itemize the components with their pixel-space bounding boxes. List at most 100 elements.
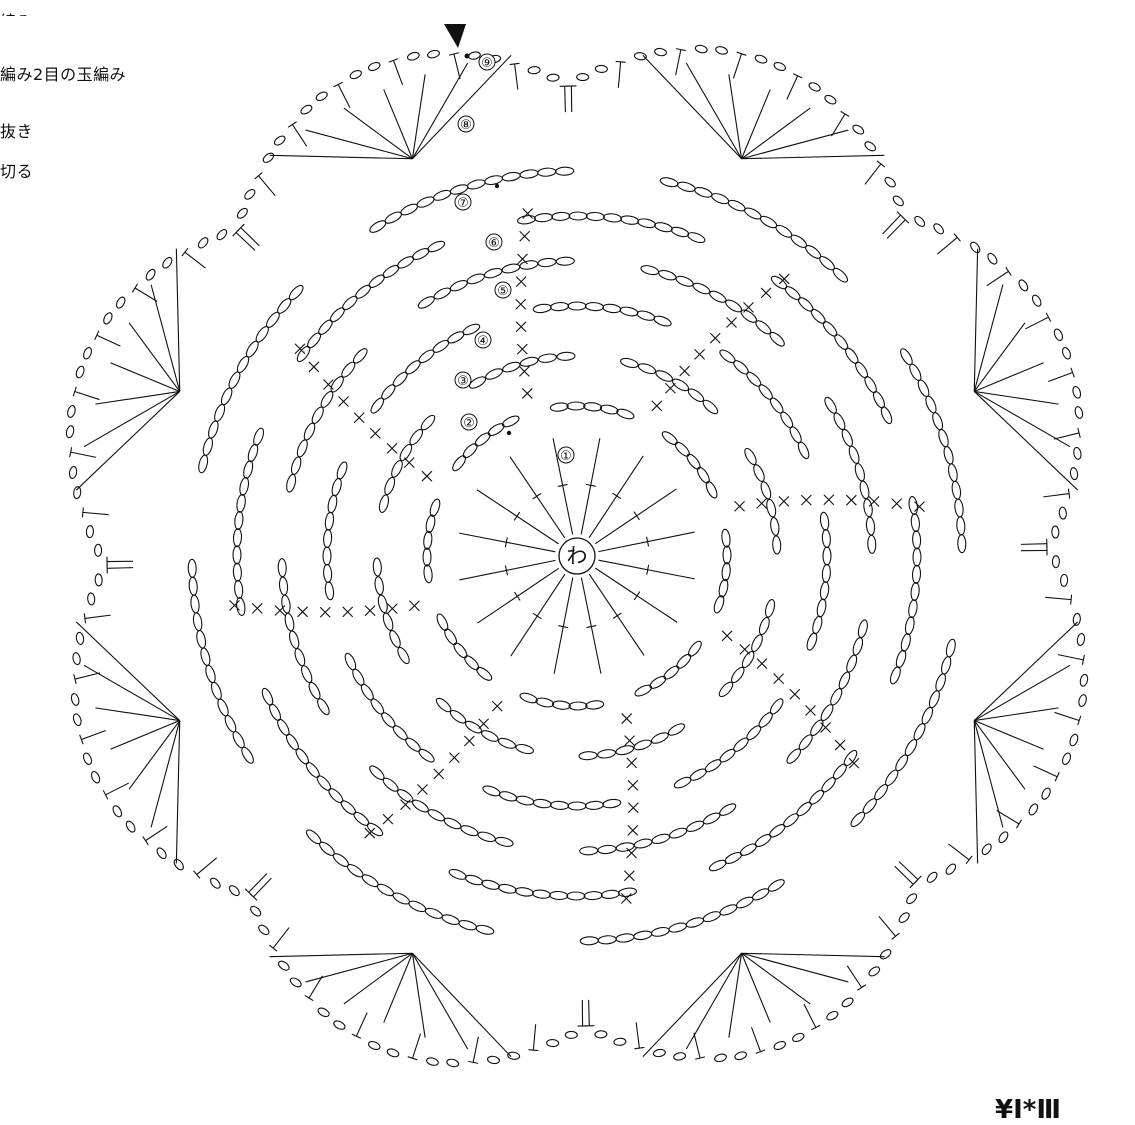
stitch-bar: [634, 1047, 644, 1048]
chain-stitch: [547, 74, 559, 82]
chain-stitch: [888, 665, 902, 685]
chain-stitch: [724, 298, 744, 314]
chain-stitch: [819, 581, 829, 600]
double-crochet-stitch: [273, 928, 289, 949]
chain-stitch: [538, 167, 557, 176]
chain-stitch: [515, 743, 534, 755]
chain-stitch: [823, 396, 839, 416]
chain-stitch: [335, 461, 349, 481]
chain-stitch: [1052, 556, 1059, 568]
chain-stitch: [423, 564, 433, 583]
chain-stitch: [717, 680, 735, 699]
chain-stitch: [435, 612, 450, 632]
chain-stitch: [550, 402, 569, 412]
chain-stitch: [502, 360, 522, 373]
chain-stitch: [900, 633, 912, 652]
fan-stitch: [306, 130, 413, 159]
chain-stitch: [783, 284, 802, 302]
chain-stitch: [209, 876, 222, 890]
chain-stitch: [234, 511, 244, 530]
chain-stitch: [376, 882, 396, 898]
chain-stitch: [552, 212, 570, 221]
chain-stitch: [324, 581, 334, 600]
chain-stitch: [528, 66, 541, 74]
stitch-bar: [634, 512, 640, 520]
double-crochet-stitch: [83, 512, 109, 514]
chain-stitch: [668, 921, 687, 933]
chain-stitch: [823, 547, 831, 565]
chain-stitch: [285, 474, 297, 493]
fan-stitch: [76, 622, 179, 721]
double-crochet-stitch: [106, 783, 129, 795]
stitch-bar: [514, 512, 520, 520]
chain-stitch: [667, 722, 687, 738]
chain-stitch: [908, 362, 924, 382]
chain-stitch: [849, 810, 867, 829]
double-crochet-stitch: [694, 1033, 700, 1058]
chain-stitch: [956, 517, 965, 536]
chain-stitch: [155, 846, 168, 860]
chain-stitch: [913, 548, 921, 566]
chain-stitch: [207, 420, 220, 440]
chain-stitch: [1052, 526, 1060, 538]
chain-stitch: [125, 820, 137, 834]
chain-stitch: [323, 529, 332, 548]
chain-stitch: [866, 517, 876, 536]
stitch-bar: [857, 985, 865, 991]
chain-stitch: [426, 239, 446, 254]
stitch-bar: [1046, 313, 1051, 322]
double-crochet-stitch: [865, 164, 881, 185]
double-crochet-stitch: [1034, 766, 1058, 777]
chain-stitch: [757, 616, 771, 636]
chain-stitch: [980, 842, 993, 856]
stitch-bar: [1055, 772, 1059, 781]
chain-stitch: [278, 559, 287, 577]
stitch-bar: [1071, 595, 1072, 605]
chain-stitch: [673, 440, 691, 458]
chain-stitch: [614, 1038, 627, 1046]
chain-stitch: [82, 752, 93, 766]
chain-stitch: [273, 134, 287, 147]
double-crochet-stitch: [589, 1000, 590, 1026]
treble-stitch: [510, 457, 565, 538]
chain-stitch: [284, 612, 296, 631]
chain-stitch: [926, 871, 939, 885]
chain-stitch: [695, 44, 708, 54]
chain-stitch: [702, 811, 722, 826]
round-label-3: ③: [457, 374, 469, 389]
chain-stitch: [192, 612, 203, 631]
chain-stitch: [466, 272, 486, 286]
chain-stitch: [502, 171, 521, 182]
chain-stitch: [636, 309, 656, 322]
chain-stitch: [550, 302, 569, 311]
round7-start-dot-icon: [495, 184, 499, 188]
chain-stitch: [618, 887, 637, 898]
chain-stitch: [404, 736, 423, 754]
double-crochet-stitch: [71, 452, 96, 457]
double-crochet-stitch: [197, 858, 217, 875]
chain-stitch: [432, 286, 452, 301]
double-crochet-stitch: [1021, 544, 1047, 545]
chain-stitch: [685, 916, 705, 929]
chain-stitch: [383, 476, 397, 496]
chain-stitch: [905, 892, 918, 905]
fan-stitch: [742, 155, 885, 158]
fan-stitch: [742, 953, 885, 956]
stitch-bar: [510, 63, 520, 64]
chain-stitch: [460, 824, 480, 838]
chain-stitch: [367, 61, 381, 72]
chain-stitch: [723, 546, 731, 564]
chain-stitch: [304, 828, 323, 846]
chain-stitch: [377, 594, 389, 613]
chain-stitch: [501, 414, 521, 429]
chain-stitch: [69, 466, 78, 479]
chain-stitch: [773, 1040, 787, 1051]
chain-stitch: [293, 647, 307, 667]
chain-stitch: [257, 923, 271, 936]
chain-stitch: [749, 633, 764, 653]
double-crochet-stitch: [356, 1013, 367, 1037]
fan-stitch: [729, 953, 742, 1037]
chain-stitch: [219, 386, 234, 406]
chain-stitch: [668, 826, 688, 840]
chain-stitch: [416, 195, 436, 209]
